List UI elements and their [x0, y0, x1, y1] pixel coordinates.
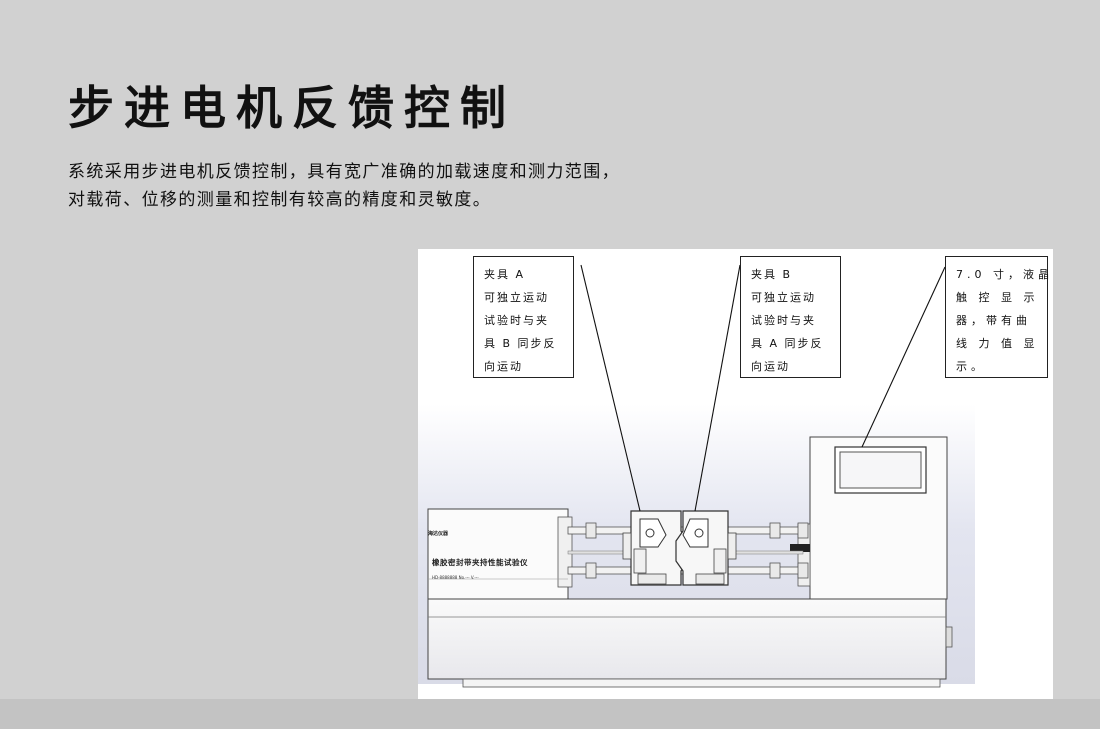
- side-knob: [945, 626, 953, 648]
- callout-c-line: 器，带有曲: [956, 314, 1031, 327]
- callout-b-line: 具 A 同步反: [751, 337, 824, 350]
- machine-foot: [462, 678, 941, 688]
- left-housing: [427, 508, 569, 600]
- callout-a-line: 夹具 A: [484, 268, 526, 281]
- callout-clamp-b: 夹具 B 可独立运动 试验时与夹 具 A 同步反 向运动: [740, 256, 841, 378]
- callout-c-line: 示。: [956, 360, 986, 373]
- callout-b-line: 夹具 B: [751, 268, 793, 281]
- power-switch: [790, 544, 810, 552]
- callout-c-line: 7.0 寸，液晶: [956, 268, 1053, 281]
- leader-line-a: [580, 264, 641, 512]
- machine-drawing: [418, 264, 975, 688]
- bottom-band: [0, 699, 1100, 729]
- leader-line-b: [694, 264, 741, 512]
- callout-b-line: 向运动: [751, 360, 790, 373]
- page-description: 系统采用步进电机反馈控制，具有宽广准确的加载速度和测力范围， 对载荷、位移的测量…: [68, 158, 620, 214]
- callout-a-line: 具 B 同步反: [484, 337, 557, 350]
- machine-figure: 夹具 A 可独立运动 试验时与夹 具 B 同步反 向运动 夹具 B 可独立运动 …: [418, 249, 1053, 699]
- clamp-b: [675, 510, 737, 586]
- leader-line-c: [861, 266, 946, 448]
- callout-c-line: 线 力 值 显: [956, 337, 1039, 350]
- callout-display: 7.0 寸，液晶 触 控 显 示 器，带有曲 线 力 值 显 示。: [945, 256, 1053, 378]
- description-line-2: 对载荷、位移的测量和控制有较高的精度和灵敏度。: [68, 190, 492, 210]
- page-title: 步进电机反馈控制: [68, 81, 516, 135]
- clamp-a: [622, 510, 689, 586]
- plate-info: HD-8888888 No.--- V.---: [432, 575, 479, 580]
- callout-a-line: 可独立运动: [484, 291, 549, 304]
- lcd-screen: [839, 451, 922, 489]
- callout-c-line: 触 控 显 示: [956, 291, 1039, 304]
- description-line-1: 系统采用步进电机反馈控制，具有宽广准确的加载速度和测力范围，: [68, 162, 620, 182]
- callout-a-line: 向运动: [484, 360, 523, 373]
- callout-b-line: 可独立运动: [751, 291, 816, 304]
- plate-machine-name: 橡胶密封带夹持性能试验仪: [432, 558, 528, 567]
- callout-clamp-a: 夹具 A 可独立运动 试验时与夹 具 B 同步反 向运动: [473, 256, 574, 378]
- plate-logo: 海达仪器: [428, 531, 449, 537]
- machine-base: [427, 598, 947, 680]
- callout-b-line: 试验时与夹: [751, 314, 816, 327]
- callout-a-line: 试验时与夹: [484, 314, 549, 327]
